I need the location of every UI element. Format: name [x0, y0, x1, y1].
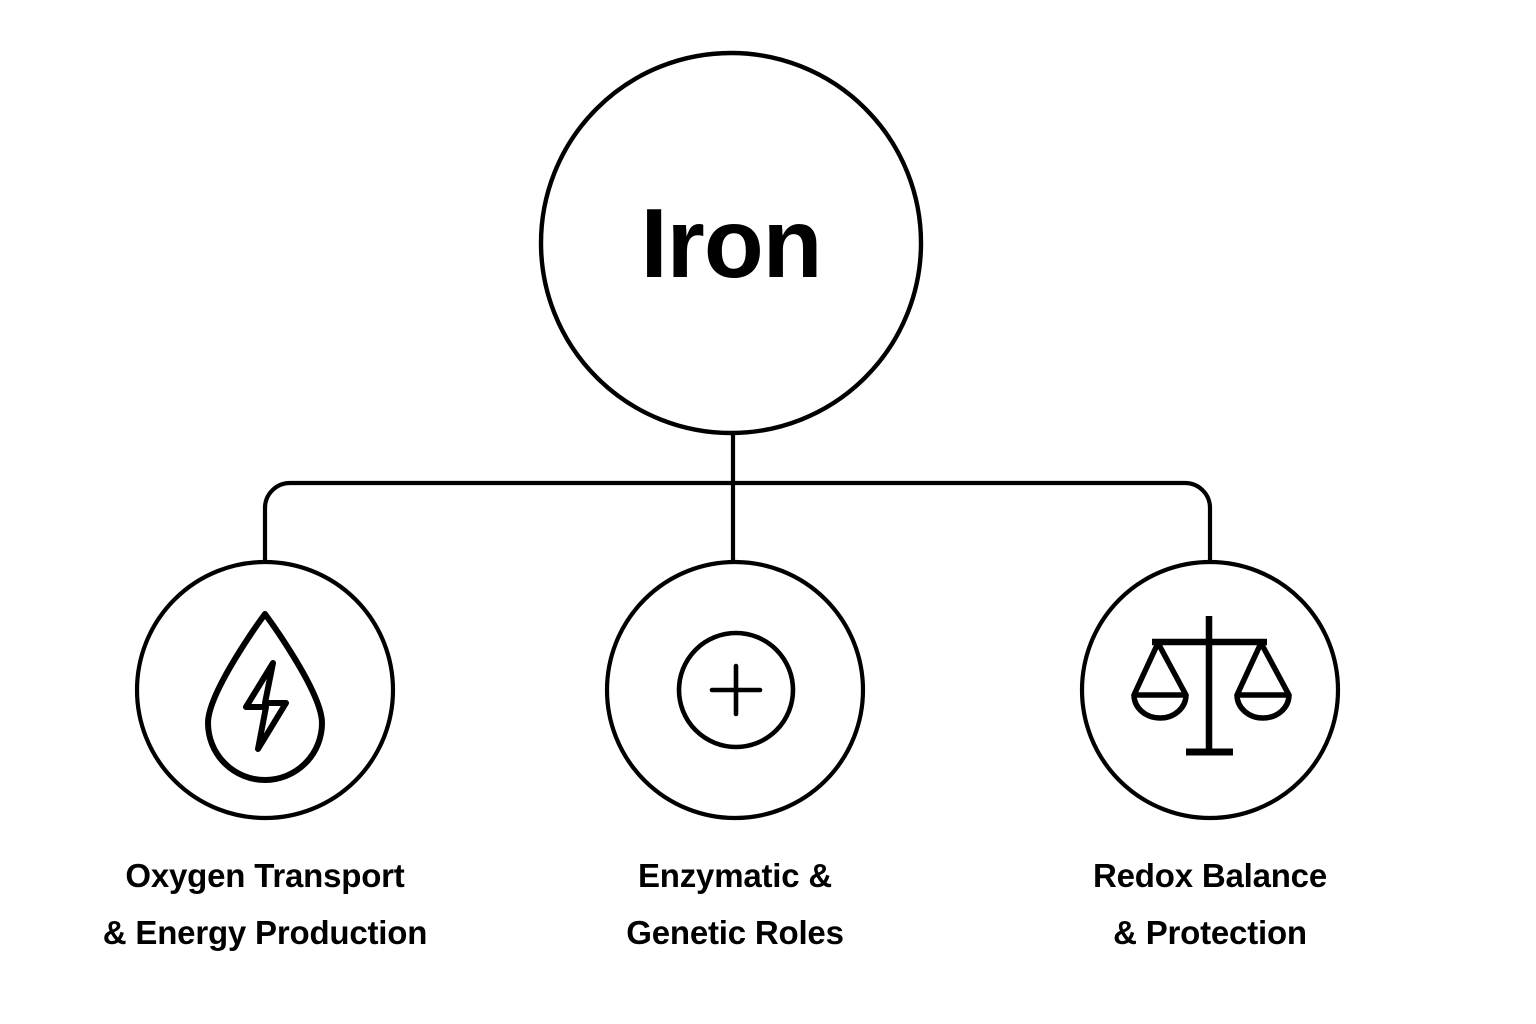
- balance-scale-icon: [1131, 616, 1292, 756]
- child-label-line-2: Genetic Roles: [626, 913, 844, 951]
- child-label-line-2: & Energy Production: [102, 913, 428, 951]
- droplet-outline: [205, 611, 325, 783]
- root-node-label: Iron: [640, 188, 821, 298]
- water-droplet-with-lightning-bolt-icon: [205, 611, 325, 783]
- scale-right-pan-strings: [1234, 640, 1292, 698]
- lightning-bolt: [243, 660, 289, 752]
- connector-group: [262, 433, 1213, 562]
- plus-icon-ring: [676, 630, 796, 750]
- child-label-line-2: & Protection: [1113, 913, 1307, 951]
- child-label-line-1: Enzymatic &: [637, 857, 833, 894]
- child-label-line-1: Oxygen Transport: [125, 857, 405, 894]
- scale-right-pan-bowl: [1234, 694, 1292, 721]
- child-label-redox-balance: Redox Balance & Protection: [1010, 848, 1410, 962]
- child-label-line-1: Redox Balance: [1093, 857, 1327, 894]
- connector-branch-left: [262, 480, 733, 562]
- child-node-oxygen-transport[interactable]: [134, 559, 396, 821]
- scale-left-pan-strings: [1131, 640, 1189, 698]
- connector-branch-right: [733, 480, 1213, 562]
- root-node-circle: [538, 50, 924, 436]
- scale-left-pan-bowl: [1131, 694, 1189, 721]
- root-node[interactable]: Iron: [538, 50, 924, 436]
- plus-in-circle-icon: [676, 630, 796, 750]
- child-label-oxygen-transport: Oxygen Transport & Energy Production: [20, 848, 510, 962]
- child-label-enzymatic-genetic: Enzymatic & Genetic Roles: [545, 848, 925, 962]
- child-node-enzymatic-genetic[interactable]: [604, 559, 866, 821]
- child-node-redox-balance[interactable]: [1079, 559, 1341, 821]
